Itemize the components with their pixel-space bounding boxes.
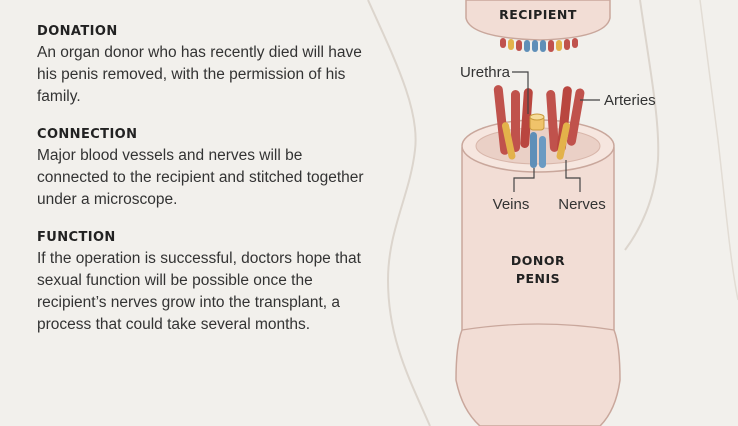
- nerves-label: Nerves: [558, 196, 606, 213]
- callout-veins: Veins: [493, 168, 535, 213]
- urethra-label: Urethra: [460, 64, 511, 81]
- step-text: Major blood vessels and nerves will be c…: [37, 147, 364, 208]
- step-heading: FUNCTION: [37, 230, 116, 245]
- step-function: FUNCTION If the operation is successful,…: [37, 230, 367, 336]
- step-heading: DONATION: [37, 24, 118, 39]
- step-heading: CONNECTION: [37, 127, 138, 142]
- veins: [530, 132, 546, 168]
- callout-nerves: Nerves: [558, 160, 606, 213]
- callout-urethra: Urethra: [460, 64, 529, 114]
- arteries-label: Arteries: [604, 92, 656, 109]
- step-text: If the operation is successful, doctors …: [37, 250, 361, 333]
- callout-arteries: Arteries: [580, 92, 656, 109]
- step-donation: DONATION An organ donor who has recently…: [37, 24, 367, 108]
- donor-label-line1: DONOR: [511, 253, 565, 268]
- step-list: DONATION An organ donor who has recently…: [37, 24, 367, 355]
- nerves: [501, 122, 571, 160]
- step-text: An organ donor who has recently died wil…: [37, 44, 362, 105]
- recipient-vessel-ends: [500, 38, 578, 52]
- arteries: [493, 85, 585, 155]
- donor-penis: DONOR PENIS: [455, 119, 621, 426]
- body-outline: [367, 0, 660, 426]
- veins-label: Veins: [493, 196, 530, 213]
- recipient-stump: RECIPIENT: [465, 0, 611, 52]
- urethra: [529, 113, 545, 131]
- donor-label-line2: PENIS: [516, 271, 560, 286]
- recipient-label: RECIPIENT: [499, 7, 577, 22]
- step-connection: CONNECTION Major blood vessels and nerve…: [37, 127, 367, 211]
- body-outline-right: [699, 0, 738, 301]
